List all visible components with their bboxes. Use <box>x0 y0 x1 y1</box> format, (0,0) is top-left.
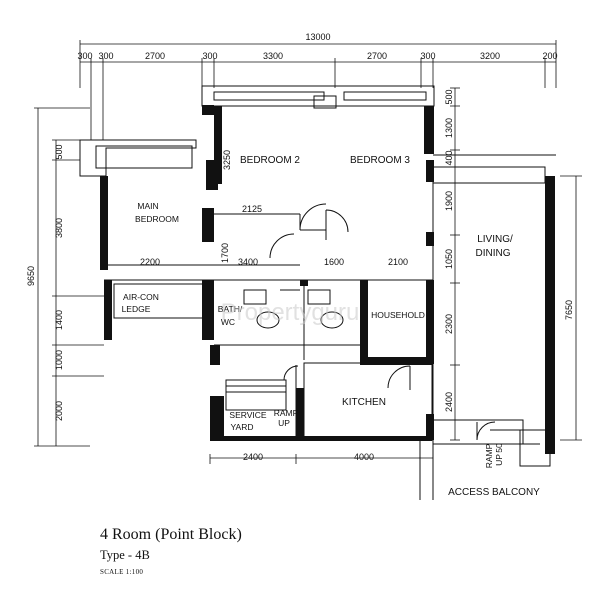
watermark: Propertyguru <box>221 299 360 326</box>
top-dim-3: 2700 <box>145 51 165 61</box>
right-dim-5: 1050 <box>444 249 454 269</box>
title-block: 4 Room (Point Block) Type - 4B SCALE 1:1… <box>100 526 242 576</box>
left-dim-2: 3800 <box>54 218 64 238</box>
main-bedroom-label-1: MAIN <box>137 201 158 211</box>
ramp-up-dim: 50 <box>494 443 504 453</box>
right-dim-6: 2300 <box>444 314 454 334</box>
right-dim-1: 500 <box>444 89 454 104</box>
living-label-1: LIVING/ <box>477 234 513 245</box>
left-dim-3: 1400 <box>54 310 64 330</box>
right-dim-2: 1300 <box>444 118 454 138</box>
right-dim-7: 2400 <box>444 392 454 412</box>
aircon-label-1: AIR-CON <box>123 292 159 302</box>
aircon-label-2: LEDGE <box>122 304 151 314</box>
left-dim-5: 2000 <box>54 401 64 421</box>
dimension-lines <box>34 40 582 464</box>
plan-type: Type - 4B <box>100 548 150 562</box>
top-dim-5: 3300 <box>263 51 283 61</box>
right-dim-3: 400 <box>444 150 454 165</box>
room-labels: BEDROOM 2 BEDROOM 3 MAIN BEDROOM LIVING/… <box>122 155 541 498</box>
plan-title: 4 Room (Point Block) <box>100 526 242 543</box>
overall-height-label: 9650 <box>26 266 36 286</box>
overall-width-label: 13000 <box>305 32 330 42</box>
service-yard-width-dim: 2400 <box>243 452 263 462</box>
dimension-labels: 13000 300 300 2700 300 3300 2700 300 320… <box>26 32 574 462</box>
household-label: HOUSEHOLD <box>371 310 425 320</box>
left-dim-1: 500 <box>54 144 64 159</box>
ramp-up-label-2: UP <box>494 454 504 466</box>
ramp-up-label-1: RAMP <box>484 443 494 468</box>
top-dim-7: 300 <box>420 51 435 61</box>
top-dim-4: 300 <box>202 51 217 61</box>
bath-label-2: WC <box>221 317 235 327</box>
right-dim-4: 1900 <box>444 191 454 211</box>
top-dim-9: 200 <box>542 51 557 61</box>
plan-scale: SCALE 1:100 <box>100 568 144 576</box>
top-dim-1: 300 <box>77 51 92 61</box>
bath-width-dim: 1600 <box>324 257 344 267</box>
right-outer-dim: 7650 <box>564 300 574 320</box>
top-dim-6: 2700 <box>367 51 387 61</box>
living-label-2: DINING <box>476 248 511 259</box>
top-dim-2: 300 <box>98 51 113 61</box>
bath-label-1: BATH/ <box>218 304 243 314</box>
ramp-label-1: RAMP <box>274 408 299 418</box>
service-yard-label-2: YARD <box>231 422 254 432</box>
bedroom2-label: BEDROOM 2 <box>240 155 300 166</box>
access-balcony-label: ACCESS BALCONY <box>448 487 540 498</box>
thick-walls <box>100 105 555 454</box>
kitchen-width-dim: 4000 <box>354 452 374 462</box>
corridor-width-dim: 2100 <box>388 257 408 267</box>
service-yard-label-1: SERVICE <box>229 410 266 420</box>
hall-width-dim: 3400 <box>238 257 258 267</box>
floor-plan: 13000 300 300 2700 300 3300 2700 300 320… <box>26 32 582 500</box>
hall-height-dim: 1700 <box>220 243 230 263</box>
bedroom2-width-dim: 2125 <box>242 204 262 214</box>
thin-walls <box>79 85 556 500</box>
kitchen-label: KITCHEN <box>342 397 386 408</box>
bedroom3-label: BEDROOM 3 <box>350 155 410 166</box>
ramp-label-2: UP <box>278 418 290 428</box>
bedroom2-height-dim: 3250 <box>222 150 232 170</box>
main-bedroom-label-2: BEDROOM <box>135 214 179 224</box>
main-bedroom-width-dim: 2200 <box>140 257 160 267</box>
top-dim-8: 3200 <box>480 51 500 61</box>
left-dim-4: 1000 <box>54 350 64 370</box>
